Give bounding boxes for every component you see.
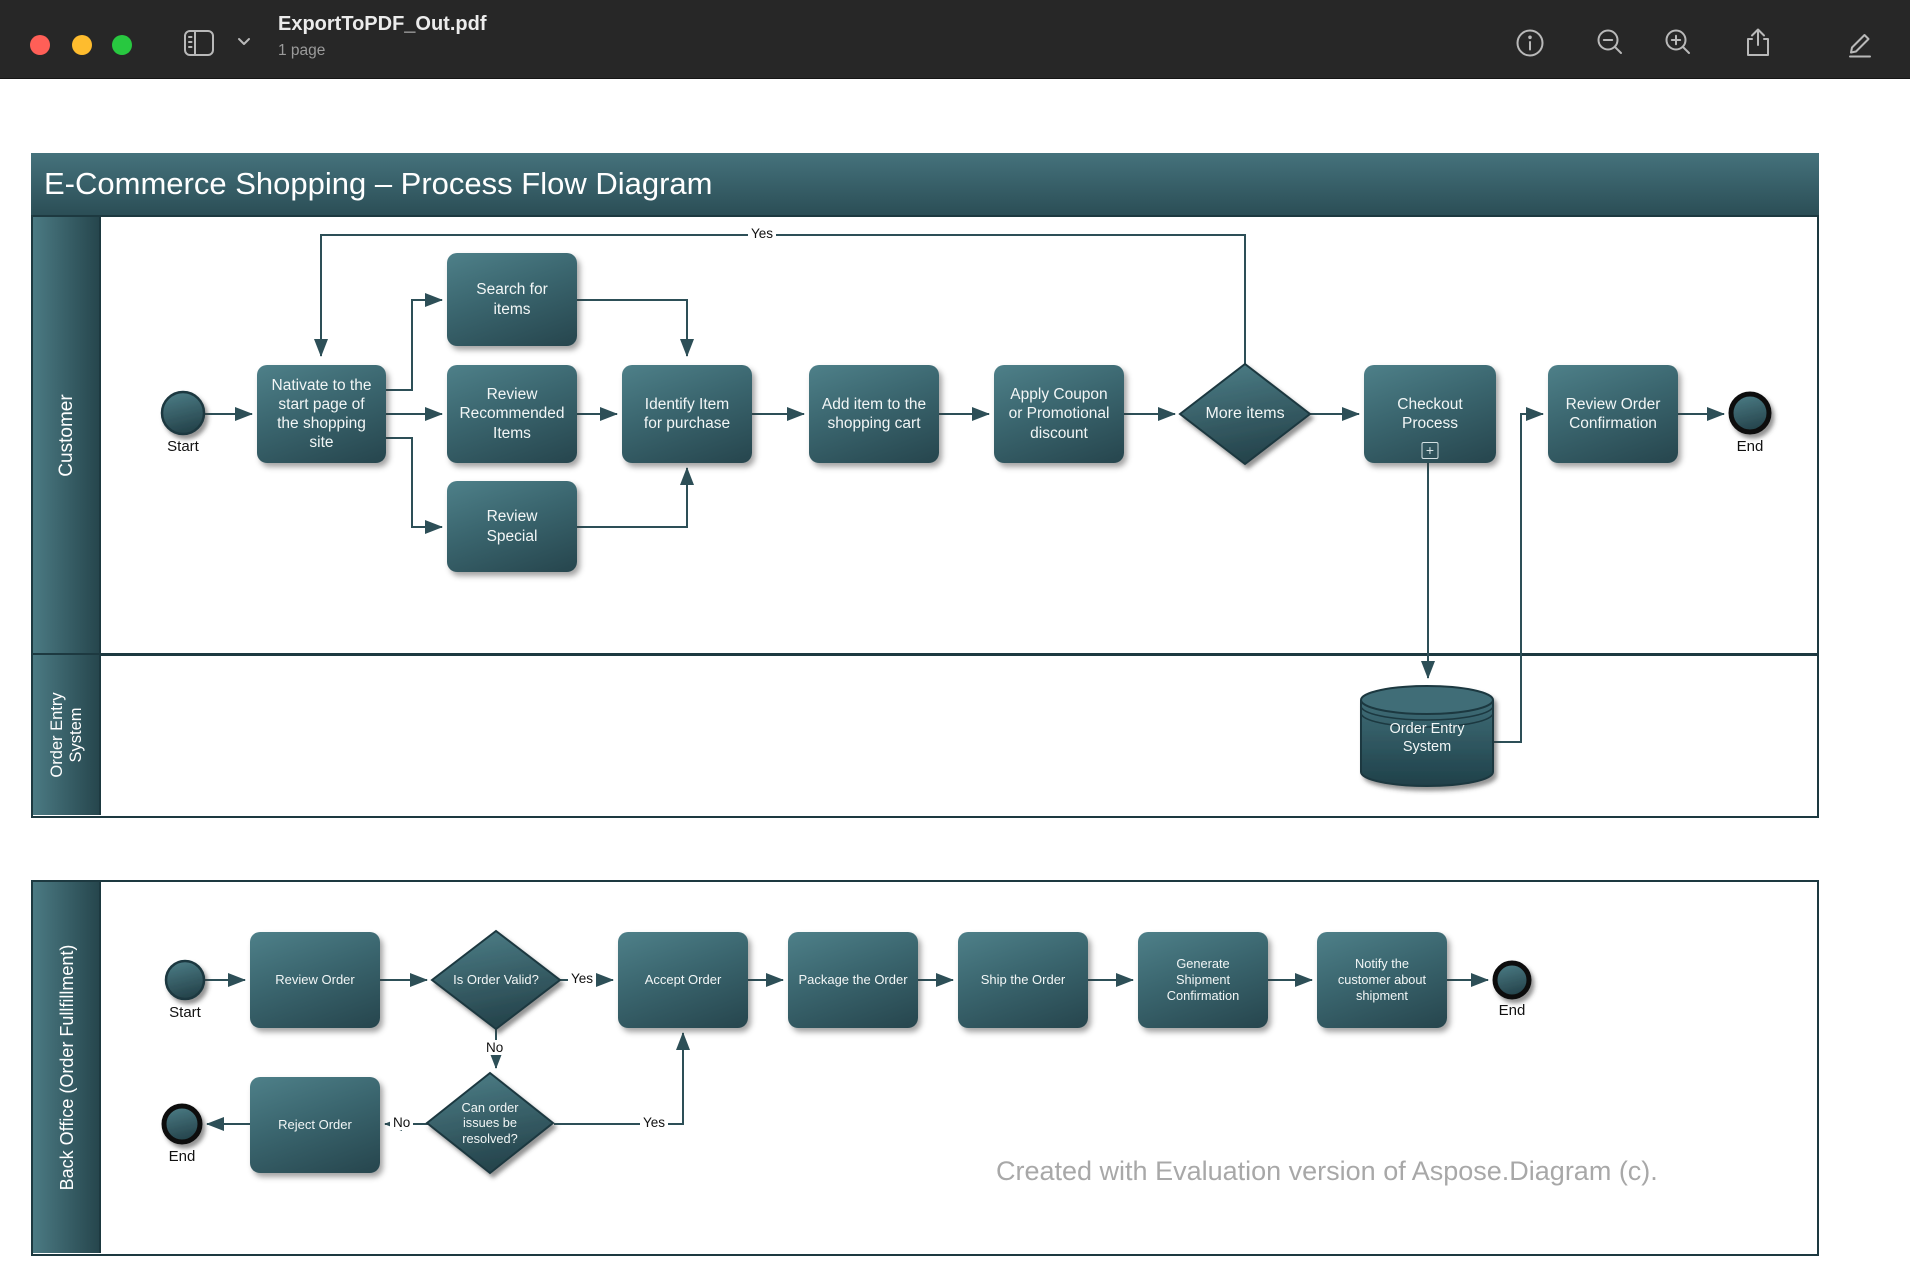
start-label-back-office: Start xyxy=(169,1004,201,1021)
lane-header-order-entry xyxy=(33,655,101,815)
lane-label-customer: Customer xyxy=(56,394,78,477)
gateway-is-order-valid-label: Is Order Valid? xyxy=(453,972,539,988)
datastore-label: Order Entry System xyxy=(1389,721,1465,755)
end-label-rejected: End xyxy=(168,1148,196,1165)
edge-label-no-valid: No xyxy=(483,1040,507,1055)
task-checkout-process: Checkout Process + xyxy=(1364,365,1496,463)
lane-label-back-office: Back Office (Order Fullfillment) xyxy=(56,944,77,1191)
sidebar-toggle-icon[interactable] xyxy=(182,26,216,60)
task-review-recommended: Review Recommended Items xyxy=(447,365,577,463)
info-icon[interactable] xyxy=(1513,26,1547,60)
edge-label-yes-valid: Yes xyxy=(568,971,597,986)
end-label-customer: End xyxy=(1736,438,1764,455)
task-package-order: Package the Order xyxy=(788,932,918,1028)
lane-label-order-entry: Order Entry System xyxy=(48,692,85,778)
edge-label-yes-resolve: Yes xyxy=(640,1115,669,1130)
pool-back-office xyxy=(31,880,1819,1256)
zoom-out-icon[interactable] xyxy=(1593,26,1627,60)
page-count: 1 page xyxy=(278,42,326,59)
task-review-special: Review Special xyxy=(447,481,577,572)
markup-icon[interactable] xyxy=(1843,26,1877,60)
task-add-to-cart: Add item to the shopping cart xyxy=(809,365,939,463)
task-review-confirmation: Review Order Confirmation xyxy=(1548,365,1678,463)
task-identify-item: Identify Item for purchase xyxy=(622,365,752,463)
task-reject-order: Reject Order xyxy=(250,1077,380,1173)
window-title: ExportToPDF_Out.pdf xyxy=(278,13,487,35)
pool-ecommerce xyxy=(31,153,1819,818)
task-ship-order: Ship the Order xyxy=(958,932,1088,1028)
lane-header-customer xyxy=(33,217,101,654)
task-notify-customer: Notify the customer about shipment xyxy=(1317,932,1447,1028)
diagram-title-band: E-Commerce Shopping – Process Flow Diagr… xyxy=(31,153,1819,217)
gateway-more-items-label: More items xyxy=(1205,405,1285,423)
task-review-order: Review Order xyxy=(250,932,380,1028)
subprocess-plus-icon: + xyxy=(1421,442,1439,459)
start-label-customer: Start xyxy=(167,438,199,455)
minimize-window-button[interactable] xyxy=(72,35,92,55)
chevron-down-icon[interactable] xyxy=(236,34,252,50)
end-label-shipment: End xyxy=(1498,1002,1526,1019)
lane-divider xyxy=(33,653,1817,656)
diagram-title: E-Commerce Shopping – Process Flow Diagr… xyxy=(44,166,713,201)
edge-label-no-resolve: No xyxy=(390,1115,414,1130)
close-window-button[interactable] xyxy=(30,35,50,55)
lane-header-back-office xyxy=(33,882,101,1253)
zoom-in-icon[interactable] xyxy=(1661,26,1695,60)
fullscreen-window-button[interactable] xyxy=(112,35,132,55)
gateway-can-resolve-label: Can order issues be resolved? xyxy=(461,1099,519,1146)
share-icon[interactable] xyxy=(1741,26,1775,60)
edge-label-yes-more-items: Yes xyxy=(748,226,777,241)
task-search-items: Search for items xyxy=(447,253,577,346)
task-accept-order: Accept Order xyxy=(618,932,748,1028)
evaluation-watermark: Created with Evaluation version of Aspos… xyxy=(996,1156,1658,1186)
window-titlebar: ExportToPDF_Out.pdf 1 page xyxy=(0,0,1910,79)
task-generate-confirmation: Generate Shipment Confirmation xyxy=(1138,932,1268,1028)
task-navigate-start-page: Nativate to the start page of the shoppi… xyxy=(257,365,386,463)
task-apply-coupon: Apply Coupon or Promotional discount xyxy=(994,365,1124,463)
